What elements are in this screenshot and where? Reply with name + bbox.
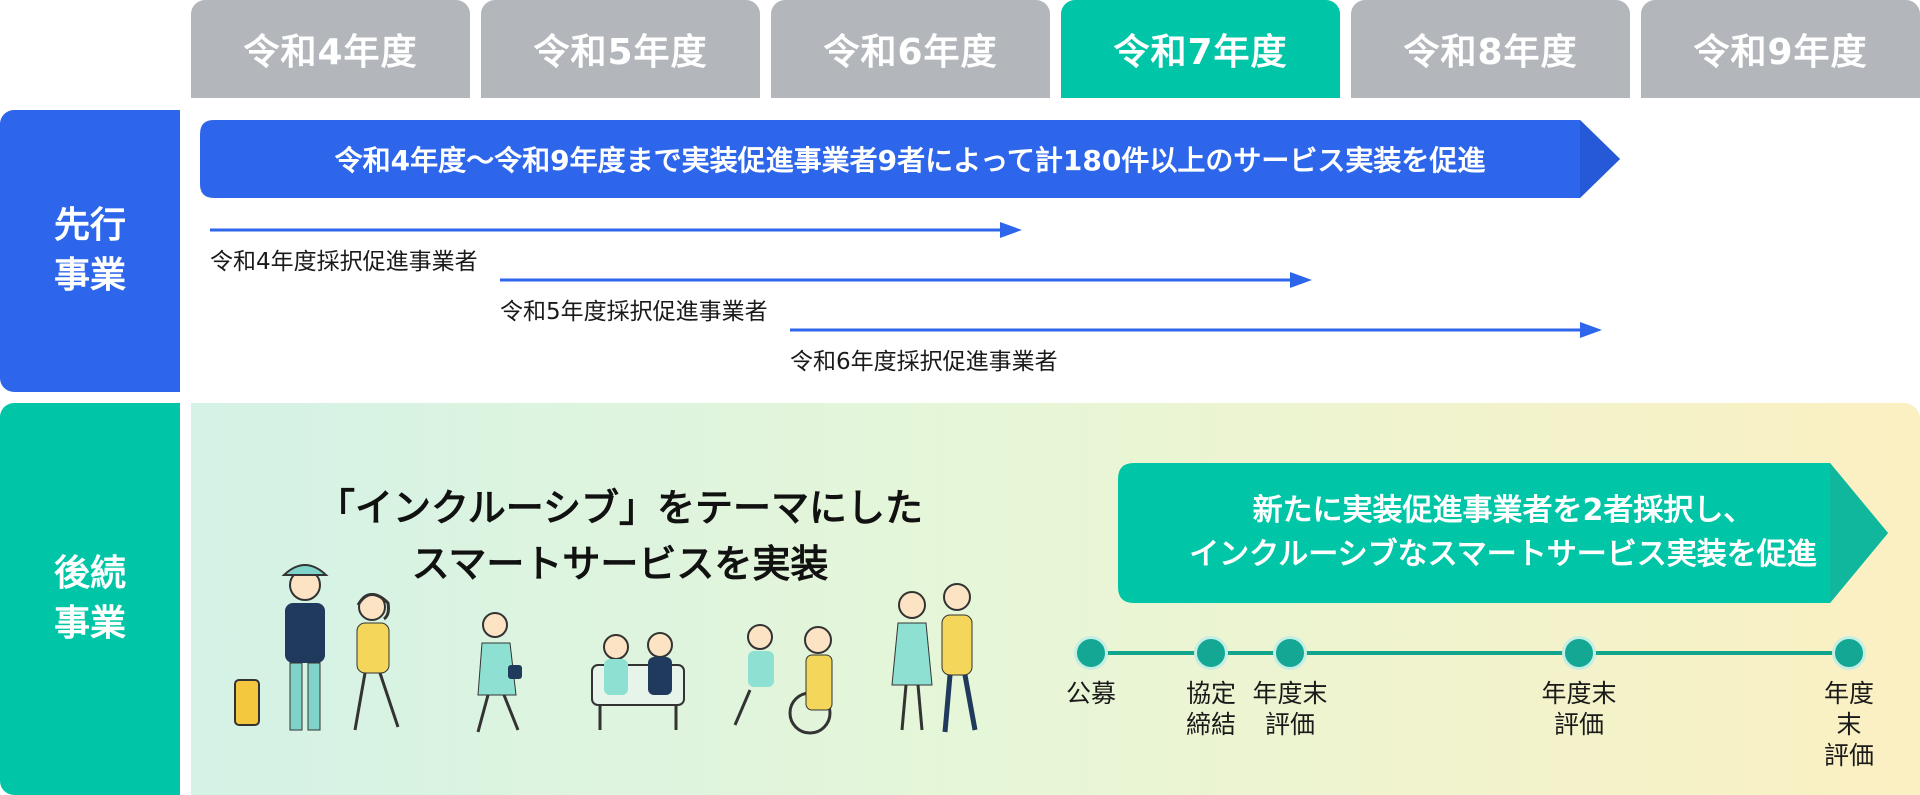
year-tab-r6: 令和6年度 — [771, 0, 1050, 98]
milestone-label-recruitment: 公募 — [1065, 679, 1117, 708]
milestone-label-agreement: 協定 締結 — [1185, 679, 1237, 739]
photographer-figure — [353, 593, 400, 731]
vendor-arrow-r5 — [500, 272, 1312, 288]
milestone-label-eval-1: 年度末 評価 — [1252, 679, 1328, 739]
vendor-arrow-r4 — [210, 222, 1022, 238]
people-illustration — [234, 564, 978, 735]
row-label-prior-line1: 先行 — [53, 205, 126, 246]
standing-couple-figure — [891, 583, 978, 733]
milestone-dot-agreement — [1194, 636, 1228, 670]
summary-arrow-shape — [200, 120, 1620, 198]
year-tab-r5: 令和5年度 — [481, 0, 760, 98]
milestone-dot-eval-3 — [1832, 636, 1866, 670]
vendor-label-r5: 令和5年度採択促進事業者 — [500, 299, 768, 325]
milestone-label-eval-2: 年度末 評価 — [1541, 679, 1617, 739]
callout-line1: 新たに実装促進事業者を2者採択し、 — [1252, 493, 1754, 528]
row-label-prior-line2: 事業 — [53, 255, 126, 296]
vendor-label-r6: 令和6年度採択促進事業者 — [790, 349, 1058, 375]
milestone-dot-eval-1 — [1273, 636, 1307, 670]
theme-title-line2: スマートサービスを実装 — [411, 542, 829, 586]
wheelchair-figure — [733, 624, 833, 735]
summary-text: 令和4年度〜令和9年度まで実装促進事業者9者によって計180件以上のサービス実装… — [334, 144, 1486, 177]
row-label-prior-project: 先行事業 — [0, 110, 180, 392]
milestone-dot-recruitment — [1074, 636, 1108, 670]
walking-woman-figure — [476, 612, 522, 733]
milestone-timeline — [1090, 651, 1850, 655]
milestone-label-eval-3: 年度末 評価 — [1823, 679, 1874, 770]
year-tab-r7-active: 令和7年度 — [1061, 0, 1340, 98]
year-tab-r9: 令和9年度 — [1641, 0, 1920, 98]
row-label-follow-line1: 後続 — [53, 553, 126, 594]
seated-couple-figure — [591, 632, 685, 730]
year-tab-r4: 令和4年度 — [191, 0, 470, 98]
inclusive-theme-title: 「インクルーシブ」をテーマにした スマートサービスを実装 — [300, 480, 940, 592]
vendor-arrow-r6 — [790, 322, 1602, 338]
callout-arrow-shape — [1118, 463, 1888, 603]
year-tab-r8: 令和8年度 — [1351, 0, 1630, 98]
milestone-dot-eval-2 — [1562, 636, 1596, 670]
callout-text: 新たに実装促進事業者を2者採択し、 インクルーシブなスマートサービス実装を促進 — [1118, 463, 1888, 603]
vendor-label-r4: 令和4年度採択促進事業者 — [210, 249, 478, 275]
traveler-figure — [234, 564, 329, 731]
callout-line2: インクルーシブなスマートサービス実装を促進 — [1189, 537, 1817, 572]
row-label-follow-line2: 事業 — [53, 603, 126, 644]
theme-title-line1: 「インクルーシブ」をテーマにした — [316, 486, 924, 530]
row-label-follow-project: 後続事業 — [0, 403, 180, 795]
